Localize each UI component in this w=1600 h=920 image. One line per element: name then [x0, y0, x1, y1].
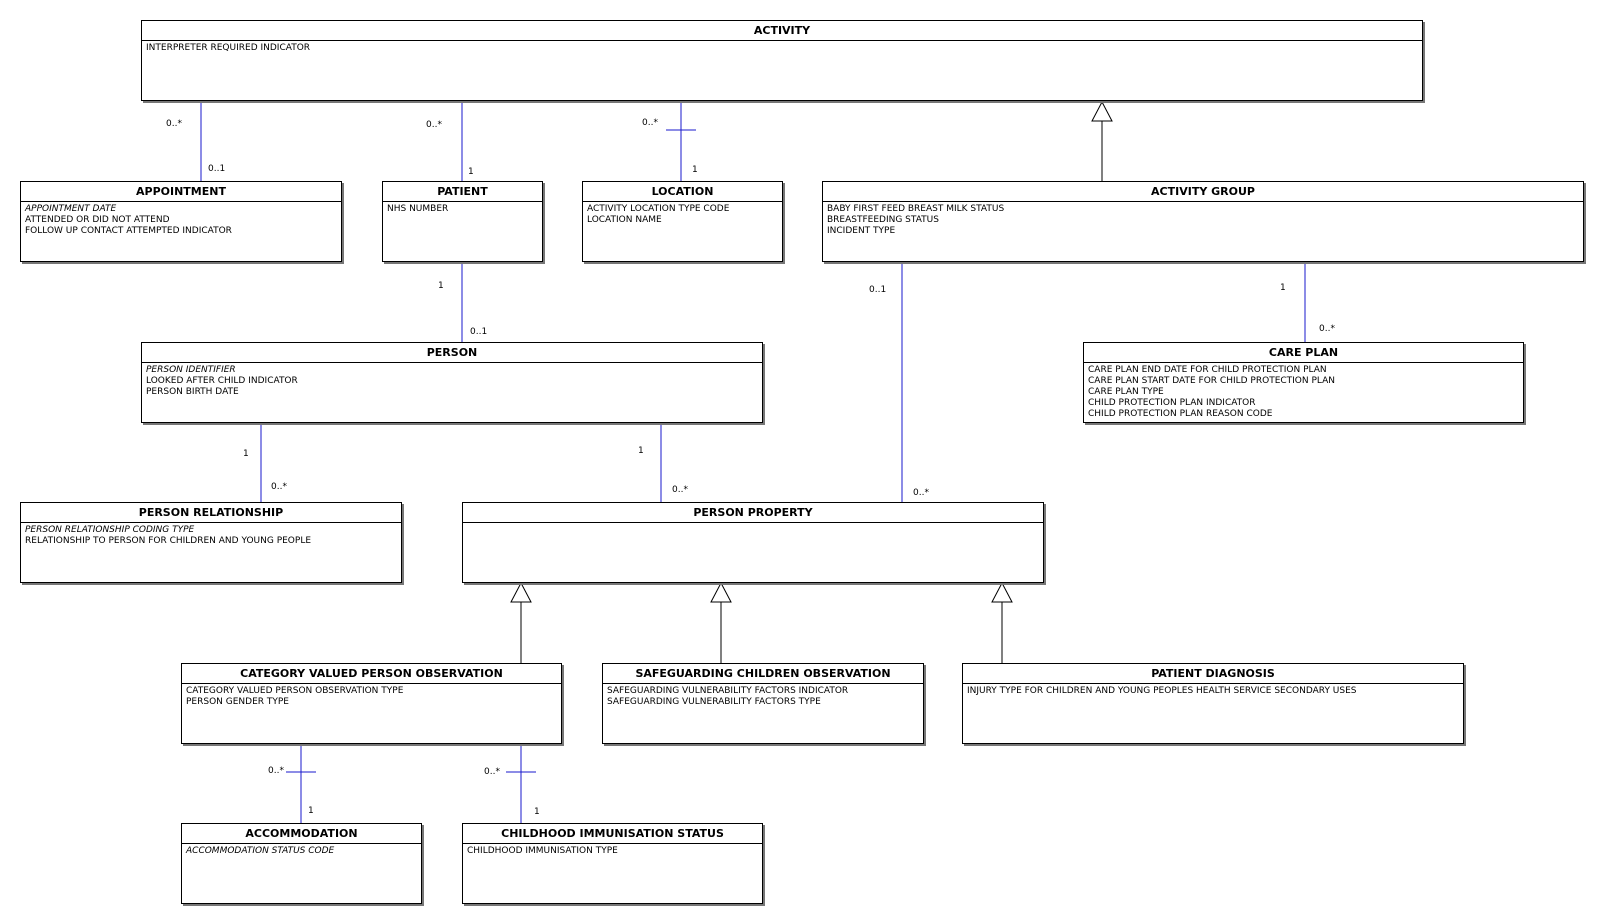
entity-category-valued-person-observation[interactable]: CATEGORY VALUED PERSON OBSERVATION CATEG… — [181, 663, 562, 744]
entity-name: CATEGORY VALUED PERSON OBSERVATION — [182, 664, 561, 684]
multiplicity-label: 0..* — [271, 482, 287, 492]
multiplicity-label: 0..* — [1319, 324, 1335, 334]
entity-name: PERSON PROPERTY — [463, 503, 1043, 523]
attribute: BREASTFEEDING STATUS — [827, 215, 939, 225]
attribute-list: INTERPRETER REQUIRED INDICATOR — [142, 41, 1422, 56]
entity-person-relationship[interactable]: PERSON RELATIONSHIP PERSON RELATIONSHIP … — [20, 502, 402, 583]
attribute-key: ACCOMMODATION STATUS CODE — [186, 846, 335, 856]
gen-arrow-pd-is-personproperty — [991, 581, 1013, 603]
multiplicity-label: 0..* — [426, 120, 442, 130]
entity-location[interactable]: LOCATION ACTIVITY LOCATION TYPE CODE LOC… — [582, 181, 783, 262]
attribute: CARE PLAN START DATE FOR CHILD PROTECTIO… — [1088, 376, 1336, 386]
gen-arrow-sco-is-personproperty — [710, 581, 732, 603]
multiplicity-label: 1 — [692, 165, 698, 175]
multiplicity-label: 0..* — [484, 767, 500, 777]
attribute-list: CHILDHOOD IMMUNISATION TYPE — [463, 844, 762, 859]
entity-name: CHILDHOOD IMMUNISATION STATUS — [463, 824, 762, 844]
gen-arrow-cvpo-is-personproperty — [510, 581, 532, 603]
multiplicity-label: 1 — [1280, 283, 1286, 293]
multiplicity-label: 0..* — [268, 766, 284, 776]
attribute: CHILD PROTECTION PLAN INDICATOR — [1088, 398, 1256, 408]
gen-arrow-activitygroup-is-activity — [1091, 100, 1113, 122]
attribute: NHS NUMBER — [387, 204, 449, 214]
attribute: SAFEGUARDING VULNERABILITY FACTORS INDIC… — [607, 686, 849, 696]
attribute: BABY FIRST FEED BREAST MILK STATUS — [827, 204, 1005, 214]
multiplicity-label: 0..* — [672, 485, 688, 495]
entity-name: ACTIVITY — [142, 21, 1422, 41]
entity-name: ACCOMMODATION — [182, 824, 421, 844]
entity-name: SAFEGUARDING CHILDREN OBSERVATION — [603, 664, 923, 684]
entity-safeguarding-children-observation[interactable]: SAFEGUARDING CHILDREN OBSERVATION SAFEGU… — [602, 663, 924, 744]
attribute: INCIDENT TYPE — [827, 226, 896, 236]
attribute: INTERPRETER REQUIRED INDICATOR — [146, 43, 311, 53]
attribute-key: APPOINTMENT DATE — [25, 204, 117, 214]
multiplicity-label: 0..* — [913, 488, 929, 498]
multiplicity-label: 0..1 — [869, 285, 887, 295]
attribute: LOOKED AFTER CHILD INDICATOR — [146, 376, 298, 386]
entity-accommodation[interactable]: ACCOMMODATION ACCOMMODATION STATUS CODE — [181, 823, 422, 904]
multiplicity-label: 0..* — [166, 119, 182, 129]
attribute-list: INJURY TYPE FOR CHILDREN AND YOUNG PEOPL… — [963, 684, 1463, 699]
attribute-list: PERSON RELATIONSHIP CODING TYPE RELATION… — [21, 523, 401, 549]
attribute-list: CATEGORY VALUED PERSON OBSERVATION TYPE … — [182, 684, 561, 710]
entity-name: LOCATION — [583, 182, 782, 202]
multiplicity-label: 1 — [534, 807, 540, 817]
attribute-list: PERSON IDENTIFIER LOOKED AFTER CHILD IND… — [142, 363, 762, 400]
attribute: INJURY TYPE FOR CHILDREN AND YOUNG PEOPL… — [967, 686, 1357, 696]
multiplicity-label: 1 — [468, 167, 474, 177]
attribute: PERSON BIRTH DATE — [146, 387, 239, 397]
attribute-key: PERSON RELATIONSHIP CODING TYPE — [25, 525, 195, 535]
attribute-list: SAFEGUARDING VULNERABILITY FACTORS INDIC… — [603, 684, 923, 710]
attribute-key: PERSON IDENTIFIER — [146, 365, 236, 375]
entity-appointment[interactable]: APPOINTMENT APPOINTMENT DATE ATTENDED OR… — [20, 181, 342, 262]
attribute-list: BABY FIRST FEED BREAST MILK STATUS BREAS… — [823, 202, 1583, 239]
multiplicity-label: 0..1 — [208, 164, 226, 174]
entity-person[interactable]: PERSON PERSON IDENTIFIER LOOKED AFTER CH… — [141, 342, 763, 423]
entity-patient[interactable]: PATIENT NHS NUMBER — [382, 181, 543, 262]
attribute-list: ACCOMMODATION STATUS CODE — [182, 844, 421, 859]
attribute: SAFEGUARDING VULNERABILITY FACTORS TYPE — [607, 697, 821, 707]
multiplicity-label: 0..* — [642, 118, 658, 128]
entity-childhood-immunisation-status[interactable]: CHILDHOOD IMMUNISATION STATUS CHILDHOOD … — [462, 823, 763, 904]
entity-activity-group[interactable]: ACTIVITY GROUP BABY FIRST FEED BREAST MI… — [822, 181, 1584, 262]
attribute: ATTENDED OR DID NOT ATTEND — [25, 215, 170, 225]
attribute-list: CARE PLAN END DATE FOR CHILD PROTECTION … — [1084, 363, 1523, 422]
multiplicity-label: 0..1 — [470, 327, 488, 337]
entity-name: PATIENT DIAGNOSIS — [963, 664, 1463, 684]
attribute-list: APPOINTMENT DATE ATTENDED OR DID NOT ATT… — [21, 202, 341, 239]
entity-person-property[interactable]: PERSON PROPERTY — [462, 502, 1044, 583]
entity-name: PERSON RELATIONSHIP — [21, 503, 401, 523]
entity-patient-diagnosis[interactable]: PATIENT DIAGNOSIS INJURY TYPE FOR CHILDR… — [962, 663, 1464, 744]
entity-name: PATIENT — [383, 182, 542, 202]
attribute-list: ACTIVITY LOCATION TYPE CODE LOCATION NAM… — [583, 202, 782, 228]
attribute: LOCATION NAME — [587, 215, 662, 225]
entity-care-plan[interactable]: CARE PLAN CARE PLAN END DATE FOR CHILD P… — [1083, 342, 1524, 423]
attribute: CHILD PROTECTION PLAN REASON CODE — [1088, 409, 1273, 419]
multiplicity-label: 1 — [243, 449, 249, 459]
attribute-list: NHS NUMBER — [383, 202, 542, 217]
attribute: CHILDHOOD IMMUNISATION TYPE — [467, 846, 618, 856]
attribute: PERSON GENDER TYPE — [186, 697, 289, 707]
attribute-list — [463, 523, 1043, 527]
attribute: RELATIONSHIP TO PERSON FOR CHILDREN AND … — [25, 536, 312, 546]
attribute: CATEGORY VALUED PERSON OBSERVATION TYPE — [186, 686, 404, 696]
attribute: FOLLOW UP CONTACT ATTEMPTED INDICATOR — [25, 226, 232, 236]
entity-name: CARE PLAN — [1084, 343, 1523, 363]
multiplicity-label: 1 — [638, 446, 644, 456]
multiplicity-label: 1 — [438, 281, 444, 291]
entity-name: ACTIVITY GROUP — [823, 182, 1583, 202]
entity-name: APPOINTMENT — [21, 182, 341, 202]
entity-activity[interactable]: ACTIVITY INTERPRETER REQUIRED INDICATOR — [141, 20, 1423, 101]
attribute: ACTIVITY LOCATION TYPE CODE — [587, 204, 730, 214]
attribute: CARE PLAN END DATE FOR CHILD PROTECTION … — [1088, 365, 1327, 375]
multiplicity-label: 1 — [308, 806, 314, 816]
entity-name: PERSON — [142, 343, 762, 363]
attribute: CARE PLAN TYPE — [1088, 387, 1164, 397]
